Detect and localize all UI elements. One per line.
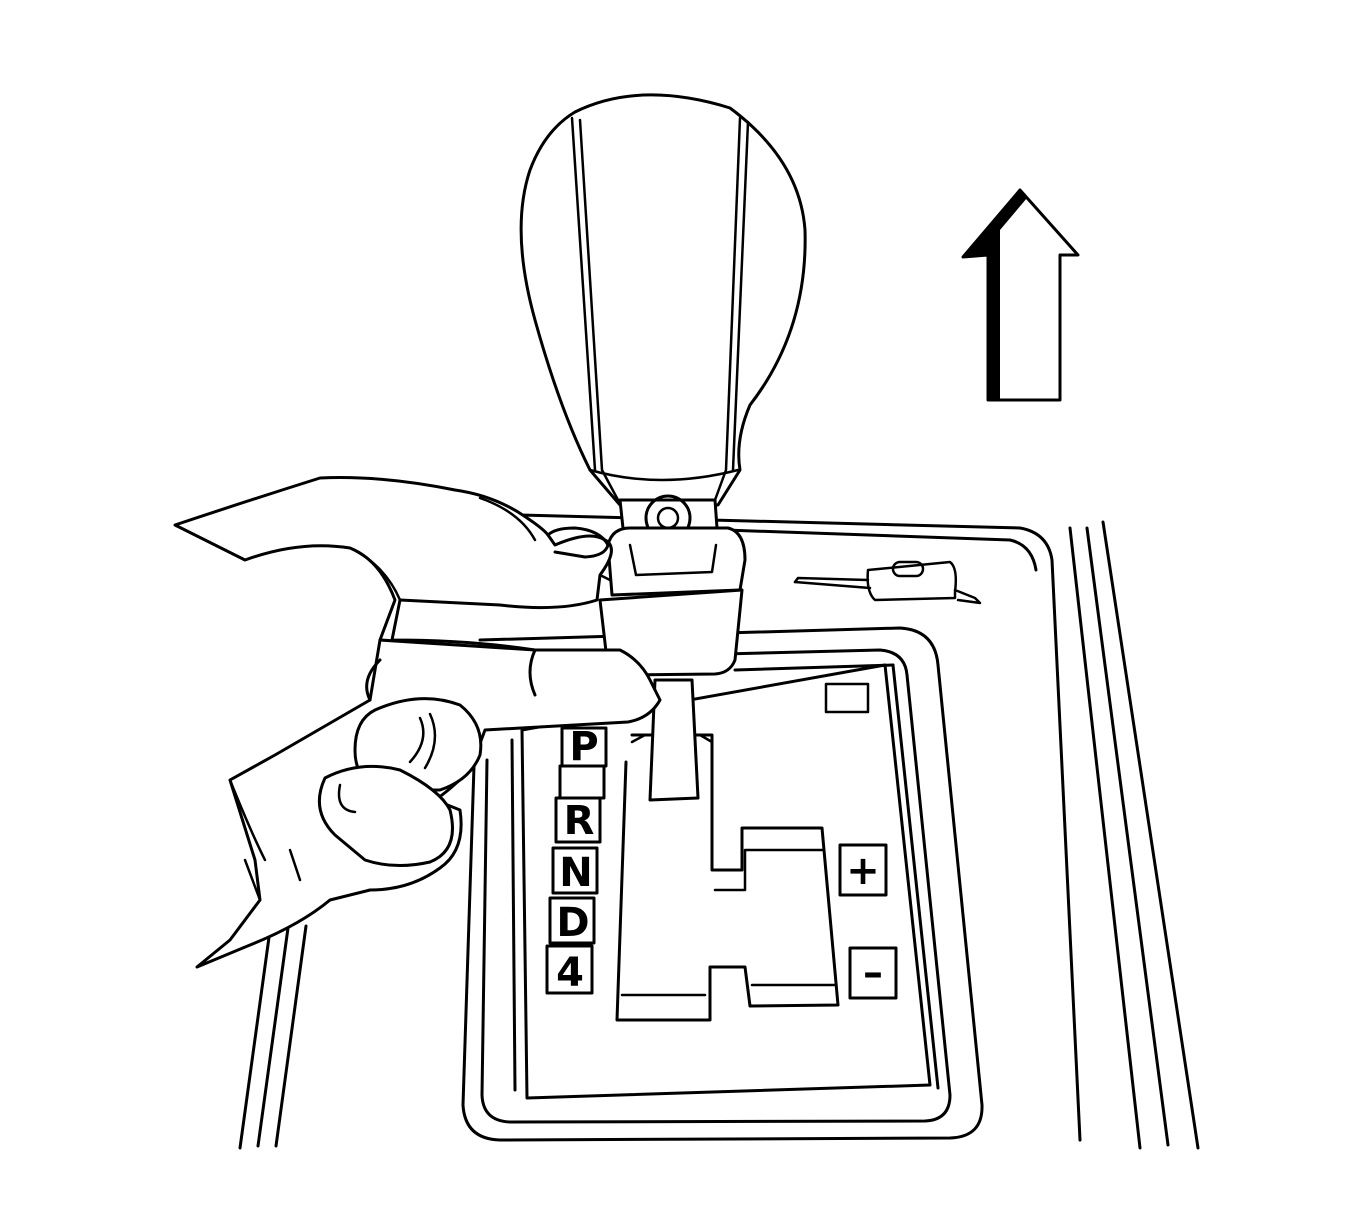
key-icon bbox=[793, 560, 982, 605]
gear-label-p: P bbox=[569, 724, 598, 770]
up-arrow-icon bbox=[961, 188, 1080, 402]
hand bbox=[173, 476, 662, 969]
gear-strip: P R N D 4 bbox=[545, 724, 608, 996]
indicator-window bbox=[824, 682, 870, 714]
minus-icon: – bbox=[863, 950, 883, 996]
gear-label-n: N bbox=[559, 850, 592, 896]
plus-icon: + bbox=[846, 848, 880, 894]
shift-lever bbox=[630, 678, 714, 802]
console-panel bbox=[461, 513, 1082, 1142]
shift-gate bbox=[615, 733, 840, 1022]
manual-shift-marks: + – bbox=[838, 843, 898, 1000]
gear-label-4: 4 bbox=[556, 950, 584, 996]
shift-knob bbox=[519, 93, 807, 677]
console-rails bbox=[238, 520, 1200, 1150]
gear-label-d: D bbox=[556, 900, 589, 946]
gear-label-r: R bbox=[564, 798, 595, 844]
